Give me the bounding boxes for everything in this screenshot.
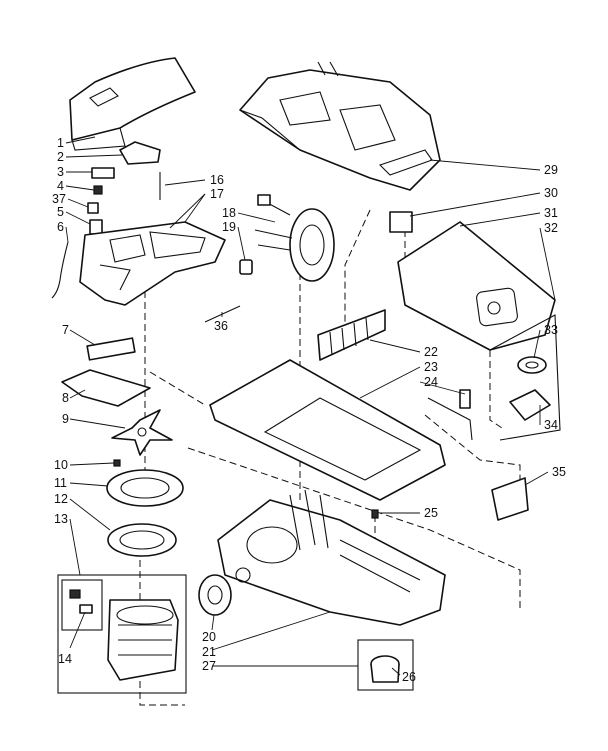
top-housing-part (239, 61, 441, 191)
callout-33: 33 (544, 323, 558, 337)
dust-bag-part (397, 221, 556, 351)
handle-base-part (79, 221, 226, 306)
fan-screw-part (113, 459, 121, 467)
bracket-part (491, 477, 529, 521)
callout-27: 27 (202, 659, 216, 673)
lower-body-part (217, 489, 446, 626)
callout-29: 29 (544, 163, 558, 177)
callout-31: 31 (544, 206, 558, 220)
bag-frame-part (489, 314, 561, 441)
callout-34: 34 (544, 418, 558, 432)
filter-strip-part (86, 337, 136, 361)
callout-19: 19 (222, 220, 236, 234)
motor-assembly-part (57, 574, 187, 694)
callout-18: 18 (222, 206, 236, 220)
callout-35: 35 (552, 465, 566, 479)
callout-23: 23 (424, 360, 438, 374)
wheel-part (198, 574, 232, 616)
callout-17: 17 (210, 187, 224, 201)
mounting-plate-part (61, 369, 151, 407)
latch-part (389, 211, 413, 233)
callout-16: 16 (210, 173, 224, 187)
top-cover-part (69, 57, 196, 151)
callout-10: 10 (54, 458, 68, 472)
callout-24: 24 (424, 375, 438, 389)
callout-12: 12 (54, 492, 68, 506)
callout-8: 8 (62, 391, 69, 405)
cord-reel-part (254, 194, 335, 282)
grommet-part (517, 356, 547, 374)
fan-part (111, 409, 173, 456)
wire-part (51, 241, 69, 299)
bag-holder-part (509, 389, 551, 421)
callout-13: 13 (54, 512, 68, 526)
callout-36: 36 (214, 319, 228, 333)
upper-frame-part (209, 359, 446, 501)
callout-9: 9 (62, 412, 69, 426)
filter-grille-part (317, 309, 386, 361)
callout-1: 1 (57, 136, 64, 150)
rod-part (204, 305, 241, 323)
callout-20: 20 (202, 630, 216, 644)
callout-7: 7 (62, 323, 69, 337)
button-part (91, 167, 115, 179)
callout-14: 14 (58, 652, 72, 666)
knob-part (239, 259, 253, 275)
switch-lever-part (119, 141, 161, 165)
callout-11: 11 (54, 476, 67, 490)
callout-26: 26 (402, 670, 416, 684)
switch-block-part (87, 202, 99, 214)
callout-3: 3 (57, 165, 64, 179)
callout-5: 5 (57, 205, 64, 219)
screw-part (93, 185, 103, 195)
callout-25: 25 (424, 506, 438, 520)
callout-21: 21 (202, 645, 216, 659)
callout-22: 22 (424, 345, 438, 359)
body-screw-part (371, 509, 379, 519)
power-cord-part (427, 389, 473, 441)
callout-30: 30 (544, 186, 558, 200)
gasket-ring-part (106, 469, 184, 507)
callout-labels: 1 2 3 4 37 5 6 7 8 9 10 11 12 13 14 16 1… (52, 136, 566, 684)
mount-ring-part (107, 523, 177, 557)
callout-4: 4 (57, 179, 64, 193)
callout-6: 6 (57, 220, 64, 234)
callout-2: 2 (57, 150, 64, 164)
leader-lines (65, 136, 556, 676)
callout-37: 37 (52, 192, 66, 206)
callout-32: 32 (544, 221, 558, 235)
connector-part (89, 219, 103, 235)
